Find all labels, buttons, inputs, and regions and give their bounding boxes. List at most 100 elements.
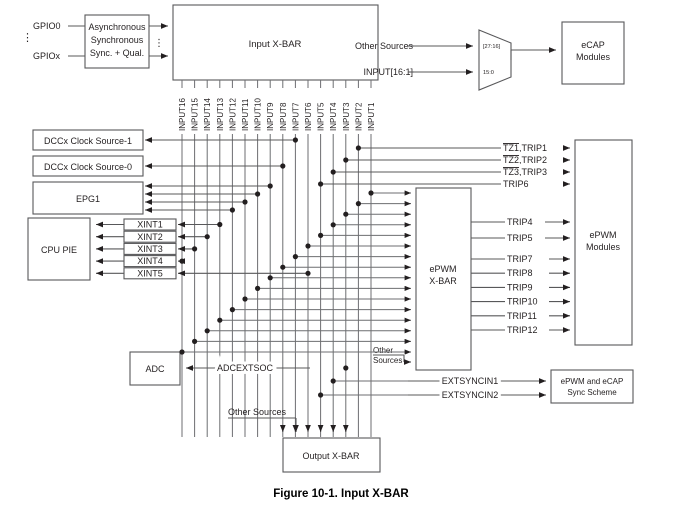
input-label-input12: INPUT12	[228, 98, 237, 131]
input-label-input14: INPUT14	[203, 98, 212, 131]
adc-block: ADC ADCEXTSOC	[129, 351, 310, 386]
junction-dot	[255, 191, 261, 197]
junction-dot	[179, 258, 185, 264]
junction-dot	[204, 234, 210, 240]
junction-dot	[292, 254, 298, 260]
epwm-xbar-other-sources: Other Sources	[373, 346, 411, 365]
output-xbar-other-sources: Other Sources	[228, 407, 299, 432]
label-backing	[505, 214, 545, 225]
xint-label-xint3: XINT3	[137, 244, 163, 254]
junction-dot	[255, 285, 261, 291]
gpio-bottom-label: GPIOx	[33, 51, 61, 61]
junction-dots	[179, 137, 374, 398]
epwm-modules-block: ePWM Modules	[574, 139, 633, 346]
trip-label: TRIP7	[507, 254, 533, 264]
cpu-pie-block: CPU PIE	[27, 217, 91, 281]
other-sources-epwm-line1: Other	[373, 346, 393, 355]
mux-upper-bits-label: [27:16]	[483, 44, 501, 50]
trip-label: TRIP11	[507, 311, 537, 321]
sync-scheme-block: ePWM and eCAP Sync Scheme EXTSYNCIN1 EXT…	[408, 369, 634, 404]
junction-dot	[318, 232, 324, 238]
mux-lower-bits-label: 15:0	[483, 70, 494, 76]
qualifier-line2: Synchronous	[91, 35, 144, 45]
junction-dot	[267, 275, 273, 281]
label-backing	[505, 293, 549, 305]
ecap-modules-line1: eCAP	[581, 40, 605, 50]
trip-label: TRIP6	[503, 179, 529, 189]
junction-dot	[343, 211, 349, 217]
trip-label-group: TRIP11	[505, 307, 549, 321]
trip-label: TRIP10	[507, 297, 538, 307]
dcc-source-0-block: DCCx Clock Source-0	[32, 155, 144, 177]
gpio-inputs: GPIO0 ⋮ GPIOx	[22, 21, 85, 61]
junction-dot	[217, 317, 223, 323]
junction-dot	[305, 243, 311, 249]
trip-signal-wires: TZ1,TRIP1TZ2,TRIP2TZ3,TRIP3TRIP6TRIP4TRI…	[320, 140, 570, 335]
dcc-source-1-block: DCCx Clock Source-1	[32, 129, 144, 151]
junction-dot	[280, 163, 286, 169]
label-backing	[505, 322, 549, 333]
xint-label-xint2: XINT2	[137, 232, 163, 242]
junction-dot	[267, 183, 273, 189]
label-backing	[501, 152, 563, 163]
trip-label-group: TZ2,TRIP2	[501, 152, 563, 165]
junction-dot	[229, 207, 235, 213]
trip-label-group: TRIP5	[505, 230, 545, 243]
xint-label-xint1: XINT1	[137, 220, 163, 230]
trip-label: TRIP9	[507, 282, 533, 292]
junction-dot	[368, 190, 374, 196]
trip-label: TRIP8	[507, 268, 533, 278]
qualifier-block: Asynchronous Synchronous Sync. + Qual.	[84, 14, 150, 69]
input-label-input8: INPUT8	[279, 102, 288, 131]
label-backing	[505, 251, 549, 262]
label-backing	[501, 140, 563, 151]
epwm-xbar-input-wires	[182, 190, 411, 355]
label-backing	[505, 279, 549, 291]
qualifier-to-inputxbar-wires: ⋮	[149, 23, 168, 59]
xint-label-xint5: XINT5	[137, 268, 163, 278]
epwm-modules-line2: Modules	[586, 242, 621, 252]
input-label-input3: INPUT3	[342, 102, 351, 131]
trip-label: TZ1,TRIP1	[503, 143, 547, 153]
label-backing	[501, 164, 563, 175]
trip-label-group: TRIP7	[505, 251, 549, 264]
input-label-input13: INPUT13	[216, 98, 225, 131]
junction-dot	[355, 201, 361, 207]
input-vertical-buses	[181, 134, 372, 437]
ecap-modules-block: eCAP Modules	[561, 21, 625, 85]
mux-other-sources-label: Other Sources	[355, 41, 414, 51]
trip-label: TZ2,TRIP2	[503, 155, 547, 165]
input-label-input7: INPUT7	[291, 102, 300, 131]
mux-input-range-label: INPUT[16:1]	[363, 67, 413, 77]
trip-label: TRIP4	[507, 217, 533, 227]
output-xbar-block: Output X-BAR	[282, 437, 381, 473]
output-xbar-wires	[279, 380, 408, 432]
label-backing	[501, 176, 563, 187]
input-label-input10: INPUT10	[254, 98, 263, 131]
input-label-input9: INPUT9	[266, 102, 275, 131]
junction-dot	[229, 307, 235, 313]
epwm-xbar-line1: ePWM	[430, 264, 457, 274]
input-label-input1: INPUT1	[367, 102, 376, 131]
qualifier-line1: Asynchronous	[88, 22, 146, 32]
adc-label: ADC	[145, 364, 165, 374]
junction-dot	[217, 221, 223, 228]
label-backing	[505, 265, 549, 277]
qualifier-line3: Sync. + Qual.	[90, 48, 144, 58]
dcc-source-1-label: DCCx Clock Source-1	[44, 136, 132, 146]
gpio-bus-ellipsis: ⋮	[154, 38, 164, 49]
junction-dot	[330, 222, 336, 228]
trip-label-group: TRIP10	[505, 293, 549, 307]
trip-label-group: TZ1,TRIP1	[501, 140, 563, 153]
ecap-mux: [27:16] 15:0 Other Sources INPUT[16:1]	[355, 29, 556, 91]
junction-dot	[355, 145, 361, 151]
input-label-input4: INPUT4	[329, 102, 338, 131]
junction-dot	[204, 328, 210, 334]
xint-label-xint4: XINT4	[137, 256, 163, 266]
trip-label-group: TRIP8	[505, 265, 549, 278]
junction-dot	[330, 169, 336, 175]
sync-scheme-line1: ePWM and eCAP	[561, 377, 624, 386]
input-xbar-label: Input X-BAR	[249, 39, 302, 50]
